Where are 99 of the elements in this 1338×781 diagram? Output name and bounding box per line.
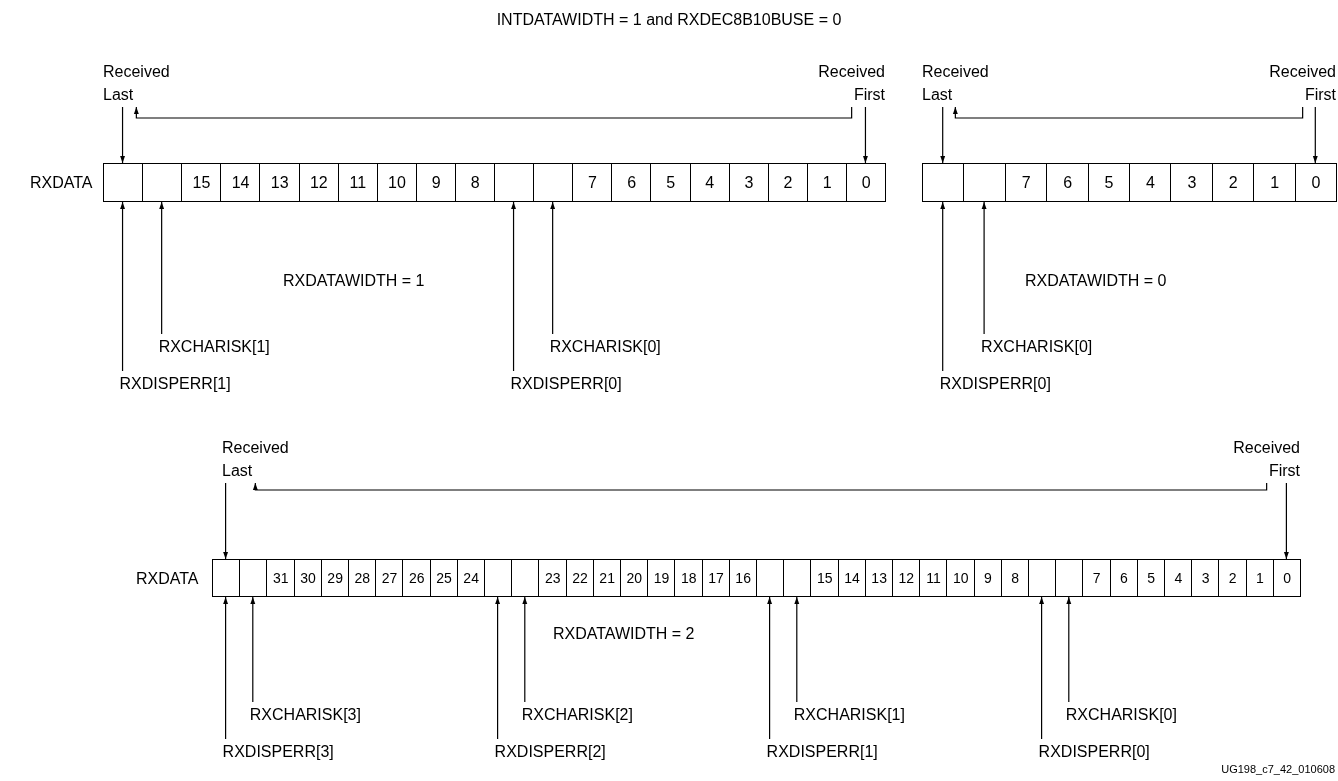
bit-cell: 9 — [415, 163, 457, 202]
received-order-label: Received First — [818, 60, 885, 106]
signal-name: RXDISPERR[2] — [494, 740, 606, 763]
bit-cell: 0 — [1294, 163, 1338, 202]
bit-cell: 7 — [1082, 559, 1112, 597]
signal-name: RXCHARISK[3] — [249, 703, 361, 726]
empty-bit-cell — [1055, 559, 1084, 597]
empty-bit-cell — [756, 559, 785, 597]
leader-line — [159, 201, 165, 335]
bit-cell: 3 — [1170, 163, 1214, 202]
signal-name: RXDISPERR[3] — [222, 740, 334, 763]
received-order-label: Received Last — [103, 60, 170, 106]
received-order-label: Received First — [1269, 60, 1336, 106]
bit-cell: 28 — [348, 559, 377, 597]
bit-cell: 8 — [454, 163, 496, 202]
bit-cell: 10 — [376, 163, 418, 202]
setting-label: RXDATAWIDTH = 1 — [283, 271, 425, 291]
bit-cell: 12 — [298, 163, 340, 202]
received-order-label: Received Last — [222, 436, 289, 482]
bit-cell: 0 — [845, 163, 887, 202]
figure-title: INTDATAWIDTH = 1 and RXDEC8B10BUSE = 0 — [495, 10, 843, 30]
bit-cell: 10 — [946, 559, 976, 597]
leader-line — [223, 596, 229, 740]
arrow — [1283, 482, 1289, 560]
figure-id: UG198_c7_42_010608 — [1221, 762, 1335, 776]
arrow — [863, 106, 868, 164]
signal-name: RXDISPERR[0] — [939, 372, 1051, 395]
bit-cell: 23 — [538, 559, 568, 597]
empty-bit-cell — [212, 559, 241, 597]
bit-cell: 1 — [1253, 163, 1297, 202]
leader-line — [981, 201, 987, 335]
signal-name: RXDISPERR[1] — [766, 740, 878, 763]
bit-cell: 27 — [375, 559, 404, 597]
signal-name: RXCHARISK[0] — [1065, 703, 1177, 726]
leader-line — [940, 201, 946, 372]
bit-cell: 26 — [402, 559, 432, 597]
bit-cell: 14 — [220, 163, 261, 202]
signal-name: RXCHARISK[1] — [793, 703, 905, 726]
register-name: RXDATA — [136, 569, 199, 589]
bit-cell: 13 — [259, 163, 300, 202]
arrow — [223, 482, 229, 560]
bit-cell: 3 — [1191, 559, 1220, 597]
bit-cell: 4 — [689, 163, 731, 202]
bit-cell: 19 — [647, 559, 676, 597]
signal-name: RXCHARISK[2] — [521, 703, 633, 726]
empty-bit-cell — [484, 559, 513, 597]
bit-cell: 3 — [728, 163, 770, 202]
empty-bit-cell — [239, 559, 268, 597]
bit-cell: 7 — [1004, 163, 1048, 202]
arrow — [120, 106, 125, 164]
signal-name: RXDISPERR[1] — [119, 372, 231, 395]
leader-line — [550, 201, 556, 335]
leader-line — [522, 596, 528, 703]
setting-label: RXDATAWIDTH = 2 — [553, 624, 695, 644]
bit-cell: 2 — [1218, 559, 1248, 597]
bit-cell: 12 — [892, 559, 921, 597]
order-arrow — [252, 482, 1268, 491]
setting-label: RXDATAWIDTH = 0 — [1025, 271, 1167, 291]
bit-cell: 6 — [611, 163, 652, 202]
bit-cell: 6 — [1046, 163, 1090, 202]
bit-cell: 4 — [1164, 559, 1193, 597]
bit-cell: 20 — [620, 559, 649, 597]
bit-cell: 4 — [1129, 163, 1172, 202]
bit-cell: 7 — [572, 163, 613, 202]
signal-name: RXDISPERR[0] — [1038, 740, 1150, 763]
bit-cell: 18 — [674, 559, 704, 597]
leader-line — [1066, 596, 1072, 703]
bit-cell: 11 — [337, 163, 379, 202]
bit-cell: 5 — [1087, 163, 1131, 202]
empty-bit-cell — [783, 559, 812, 597]
bit-cell: 0 — [1272, 559, 1302, 597]
leader-line — [1039, 596, 1045, 740]
order-arrow — [952, 106, 1304, 119]
bit-cell: 11 — [919, 559, 948, 597]
signal-name: RXCHARISK[1] — [158, 335, 270, 358]
leader-line — [767, 596, 773, 740]
leader-line — [511, 201, 516, 372]
order-arrow — [133, 106, 853, 119]
received-order-label: Received First — [1233, 436, 1300, 482]
bit-cell: 1 — [806, 163, 848, 202]
bit-cell: 31 — [266, 559, 296, 597]
empty-bit-cell — [1028, 559, 1057, 597]
leader-line — [120, 201, 125, 372]
bit-cell: 15 — [181, 163, 222, 202]
empty-bit-cell — [511, 559, 540, 597]
signal-name: RXCHARISK[0] — [549, 335, 661, 358]
leader-line — [250, 596, 256, 703]
bit-cell: 2 — [767, 163, 809, 202]
arrow — [940, 106, 946, 164]
bit-cell: 15 — [810, 559, 840, 597]
bit-cell: 5 — [650, 163, 691, 202]
arrow — [1312, 106, 1318, 164]
register-name: RXDATA — [30, 173, 93, 193]
received-order-label: Received Last — [922, 60, 989, 106]
signal-name: RXDISPERR[0] — [510, 372, 622, 395]
leader-line — [794, 596, 800, 703]
leader-line — [495, 596, 501, 740]
bit-cell: 2 — [1211, 163, 1255, 202]
signal-name: RXCHARISK[0] — [981, 335, 1093, 358]
